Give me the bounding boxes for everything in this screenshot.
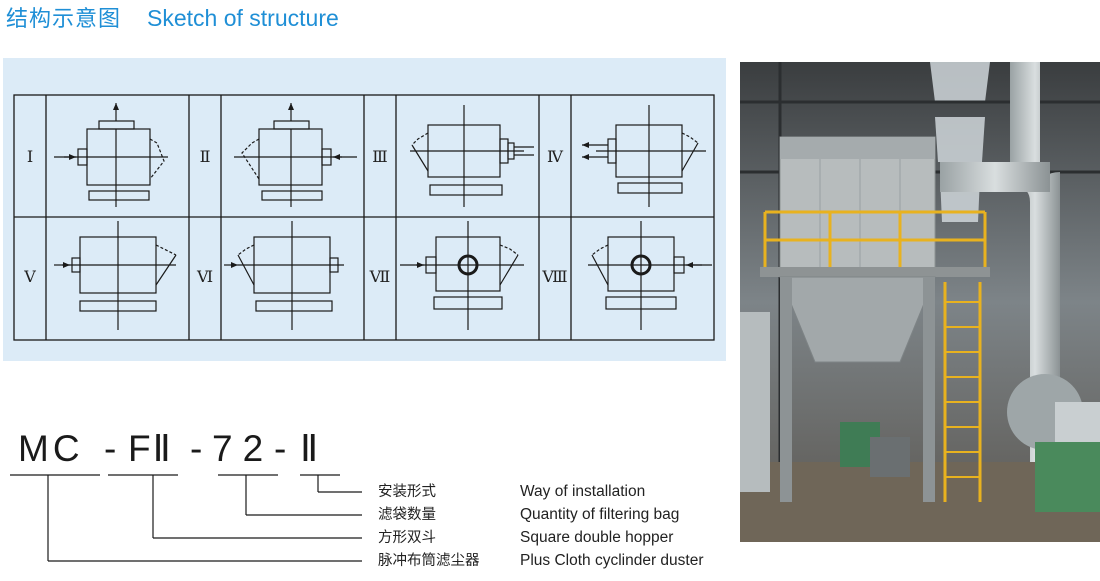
type-3-label: Ⅲ xyxy=(372,147,387,166)
type-1-sketch xyxy=(54,103,168,207)
type-8-label: Ⅷ xyxy=(541,267,567,286)
code-dash-2: - xyxy=(190,428,203,469)
type-6-label: Ⅵ xyxy=(196,267,213,286)
type-2-sketch xyxy=(234,103,357,207)
legend-hopper-cn: 方形双斗 xyxy=(378,530,436,546)
legend-bags-en: Quantity of filtering bag xyxy=(520,506,680,523)
type-1-label: Ⅰ xyxy=(27,147,33,166)
legend-duster-cn: 脉冲布筒滤尘器 xyxy=(378,553,480,569)
page-title: 结构示意图 Sketch of structure xyxy=(6,2,339,34)
type-7-sketch xyxy=(400,221,524,330)
type-6-sketch xyxy=(224,221,344,330)
model-code: MC-FⅡ-72-Ⅱ xyxy=(18,428,330,470)
title-english: Sketch of structure xyxy=(147,5,339,31)
code-hopper: FⅡ xyxy=(128,428,173,469)
type-7-label: Ⅶ xyxy=(369,267,391,286)
legend-install-cn: 安装形式 xyxy=(378,484,436,500)
structure-sketch-grid: Ⅰ Ⅱ Ⅲ Ⅳ Ⅴ Ⅵ Ⅶ Ⅷ xyxy=(13,94,715,341)
code-prefix: MC xyxy=(18,428,84,469)
code-bags: 72 xyxy=(212,428,274,469)
legend-bags-cn: 滤袋数量 xyxy=(378,507,436,523)
dust-collector-photo xyxy=(740,62,1100,542)
legend-hopper-en: Square double hopper xyxy=(520,529,674,546)
type-4-label: Ⅳ xyxy=(547,147,564,166)
title-chinese: 结构示意图 xyxy=(6,7,122,32)
type-5-sketch xyxy=(54,221,177,330)
legend-install-en: Way of installation xyxy=(520,483,646,500)
code-dash-3: - xyxy=(274,428,287,469)
type-2-label: Ⅱ xyxy=(200,147,211,166)
type-5-label: Ⅴ xyxy=(23,267,36,286)
code-dash-1: - xyxy=(104,428,117,469)
type-8-sketch xyxy=(588,221,712,330)
code-install: Ⅱ xyxy=(300,428,319,469)
type-3-sketch xyxy=(410,105,534,207)
type-4-sketch xyxy=(582,105,706,207)
legend-duster-en: Plus Cloth cyclinder duster xyxy=(520,552,704,569)
